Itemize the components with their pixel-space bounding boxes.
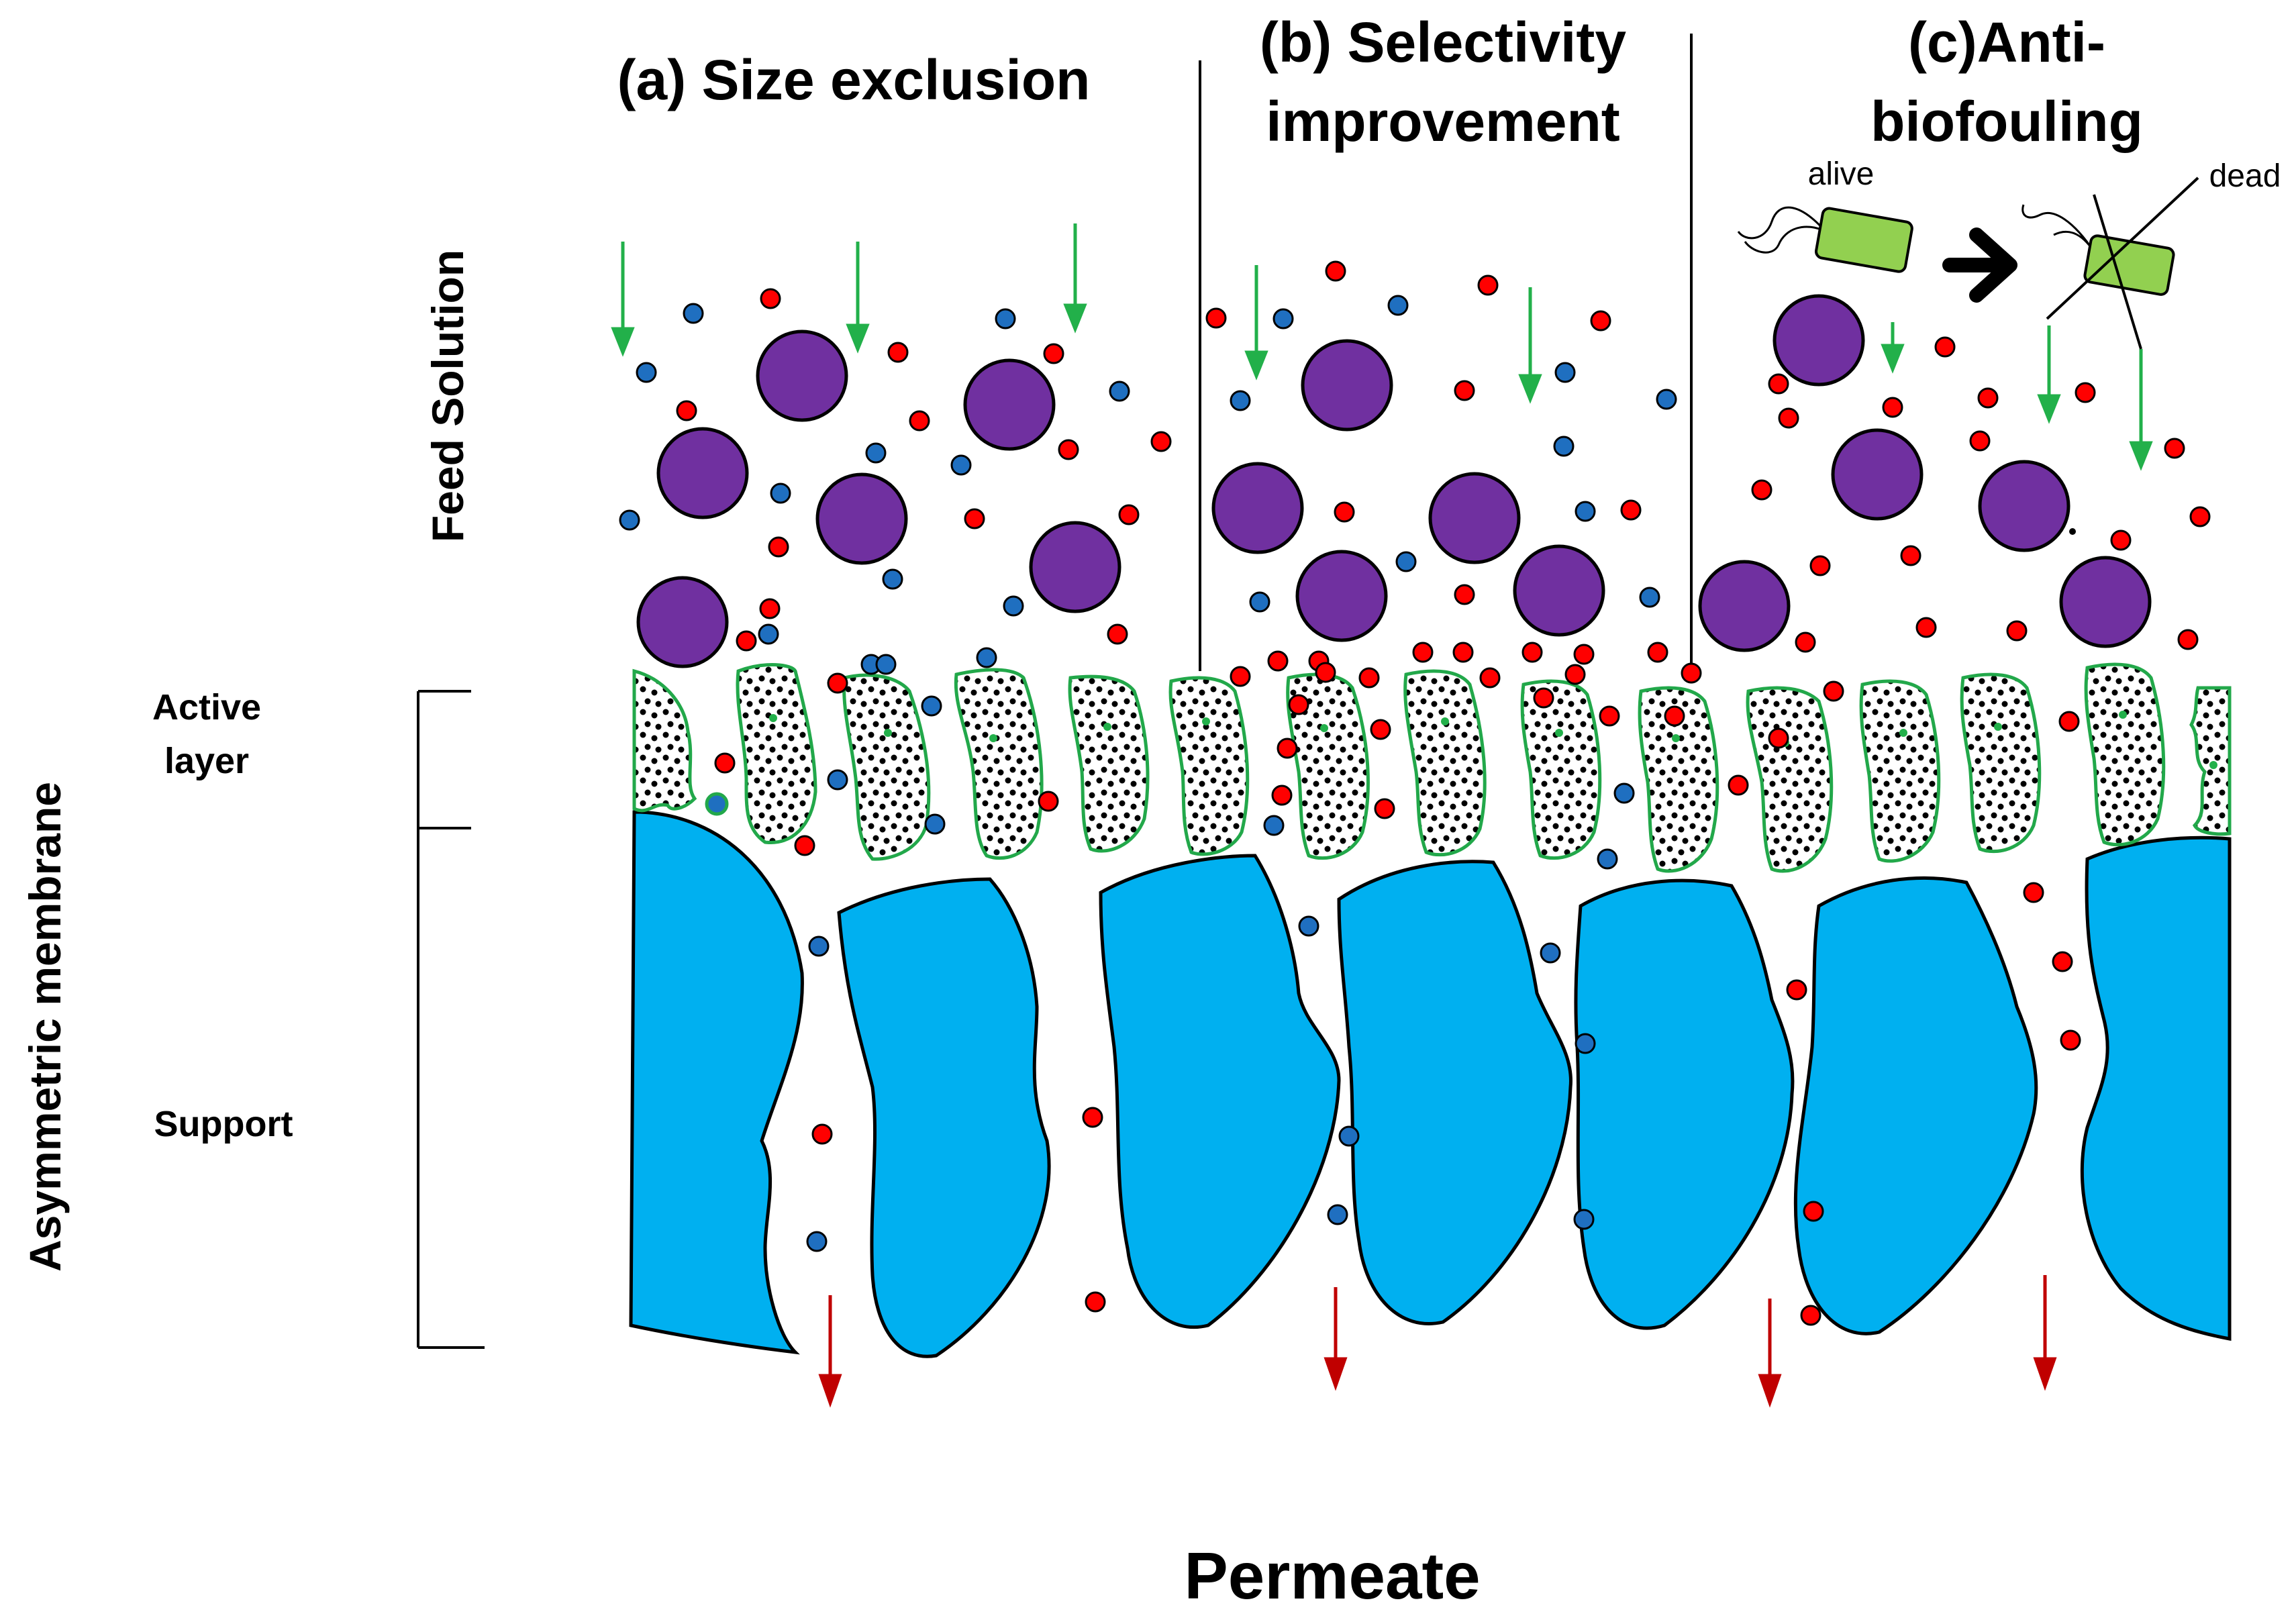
large-solute (756, 330, 848, 422)
active-blob-8 (1403, 669, 1487, 857)
panel-b-title-line1: (b) Selectivity (1260, 11, 1626, 74)
dead-cross-1 (2046, 176, 2199, 320)
active-blob-11 (1746, 686, 1834, 873)
panel-titles: (a) Size exclusion (b) Selectivity impro… (617, 11, 2143, 153)
feed-solution-label: Feed Solution (423, 250, 472, 542)
large-solute (1978, 460, 2070, 552)
bacteria-illustration: alive dead (1737, 156, 2281, 535)
dead-flagellum (2022, 204, 2095, 252)
blue-ions (619, 295, 1677, 1252)
active-blob-15 (2189, 686, 2232, 836)
large-solute (1831, 428, 1924, 521)
large-solute (815, 472, 908, 565)
large-solute (1295, 550, 1388, 642)
active-blob-6 (1168, 676, 1250, 856)
large-solute (1211, 462, 1304, 554)
support-pore-4 (1337, 860, 1573, 1325)
active-blob-2 (736, 663, 817, 845)
active-blob-10 (1638, 686, 1719, 873)
support-pore-7 (2080, 836, 2232, 1341)
support-pore-2 (837, 877, 1051, 1358)
large-solute (963, 358, 1056, 451)
transform-arrow (1942, 227, 2017, 303)
red-ions (676, 260, 2211, 1326)
support-label: Support (154, 1104, 293, 1144)
active-blob-3 (842, 673, 931, 861)
debris-dot (2069, 528, 2076, 535)
panel-a-title: (a) Size exclusion (617, 48, 1091, 111)
alive-bacterium (1815, 207, 1913, 273)
active-blob-13 (1960, 672, 2042, 854)
asymmetric-membrane-label: Asymmetric membrane (20, 782, 70, 1272)
panel-c-title-line2: biofouling (1870, 90, 2143, 153)
large-solute (656, 427, 749, 519)
active-blob-1 (632, 668, 697, 813)
large-solute (636, 576, 729, 668)
dead-cross-2 (2093, 194, 2142, 350)
support-layer (629, 810, 2232, 1358)
large-solute (1698, 560, 1791, 652)
dead-label: dead (2209, 158, 2281, 194)
large-solute (1773, 294, 1865, 387)
feed-arrows (611, 223, 2153, 471)
permeate-arrows (818, 1275, 2057, 1408)
active-blob-5 (1068, 674, 1150, 853)
large-solutes (636, 294, 2152, 668)
support-pore-5 (1574, 878, 1795, 1330)
dead-bacterium (2083, 234, 2175, 296)
panel-c-title-line1: (c)Anti- (1908, 11, 2105, 74)
active-layer-label-line2: layer (164, 741, 249, 781)
active-blob-9 (1520, 679, 1602, 860)
large-solute (1301, 339, 1393, 432)
layer-bracket (417, 690, 485, 1349)
alive-flagellum (1737, 206, 1827, 254)
support-pore-3 (1099, 854, 1341, 1329)
alive-label: alive (1808, 156, 1875, 192)
support-pore-6 (1793, 876, 2038, 1335)
active-layer-label-line1: Active (152, 687, 261, 727)
active-blob-4 (954, 668, 1044, 860)
active-layer (632, 662, 2232, 873)
large-solute (1428, 472, 1521, 564)
large-solute (1029, 521, 1121, 613)
active-blob-14 (2084, 662, 2166, 847)
active-blob-7 (1286, 672, 1370, 860)
support-pore-1 (629, 810, 804, 1355)
trapped-ion (705, 792, 729, 816)
panel-b-title-line2: improvement (1266, 90, 1619, 153)
permeate-label: Permeate (1184, 1539, 1480, 1613)
large-solute (2059, 556, 2152, 648)
large-solute (1513, 544, 1605, 637)
active-blob-12 (1859, 679, 1941, 863)
